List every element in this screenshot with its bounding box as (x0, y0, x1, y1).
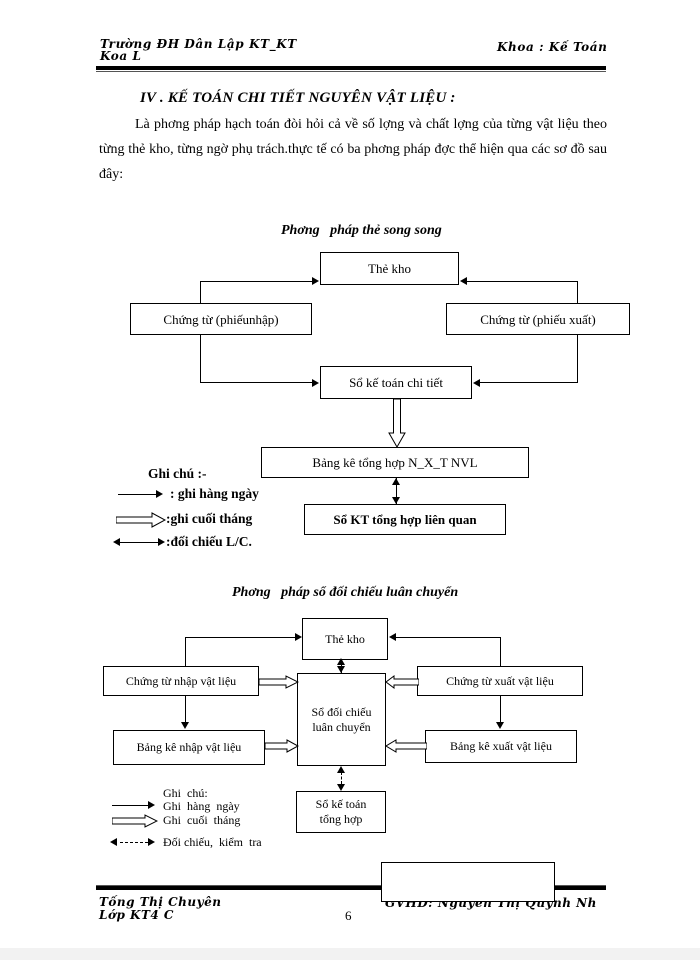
diagram2-line-nhap-up (185, 637, 186, 666)
diagram2-arrowhead-nhap-to-bangke (181, 722, 189, 729)
diagram2-box-bang-ke-xuat: Bảng kê xuất vật liệu (425, 730, 577, 763)
bottom-band (0, 948, 700, 960)
section-paragraph: Là phơng pháp hạch toán đòi hỏi cả về số… (99, 112, 607, 187)
diagram1-line-nhap-up (200, 281, 201, 303)
header-left-text: Trường ĐH Dân Lập KT_KT Koa L (100, 37, 297, 63)
diagram1-line-xuat-to-so (480, 382, 577, 383)
diagram1-box-so-ke-toan: Sổ kế toán chi tiết (320, 366, 472, 399)
diagram1-arrowhead-nhap-to-so (312, 379, 319, 387)
diagram1-arrowhead-xuat-to-thekho (460, 277, 467, 285)
diagram1-legend-reconcile-arrowhead-left (113, 538, 120, 546)
diagram2-line-xuat-left (396, 637, 500, 638)
diagram2-legend-daily-line (112, 805, 150, 806)
diagram1-line-xuat-down (577, 335, 578, 383)
header-rule-thin (96, 71, 606, 72)
diagram1-legend-reconcile-line (120, 542, 160, 543)
footer-left-text: Tống Thị Chuyên Lớp KT4 C (99, 895, 222, 922)
diagram2-box-bang-ke-nhap: Bảng kê nhập vật liệu (113, 730, 265, 765)
diagram2-legend-daily-arrowhead (148, 801, 155, 809)
diagram1-hollow-arrow-so-to-bangke (388, 399, 406, 448)
diagram2-legend-reconcile-label: Đối chiếu, kiểm tra (163, 835, 262, 849)
diagram1-line-nhap-down (200, 335, 201, 383)
diagram2-line-xuat-to-bangke (500, 696, 501, 723)
diagram2-arrowhead-up-thekho (337, 658, 345, 665)
diagram2-dashed-line-center-soketoan (341, 772, 342, 784)
diagram1-legend-daily-line (118, 494, 158, 495)
diagram1-line-nhap-to-so (200, 382, 312, 383)
diagram2-line-nhap-right (185, 637, 295, 638)
diagram1-legend-heading: Ghi chú :- (148, 466, 207, 481)
diagram1-arrowhead-xuat-to-so (473, 379, 480, 387)
diagram1-line-nhap-right (200, 281, 312, 282)
diagram2-line-nhap-to-bangke (185, 696, 186, 723)
diagram2-hollow-arrow-xuat-to-center (386, 675, 419, 689)
diagram2-legend-daily-label: Ghi hàng ngày (163, 799, 240, 813)
footer-rule (96, 885, 606, 890)
diagram1-box-the-kho: Thẻ kho (320, 252, 459, 285)
diagram1-line-xuat-left (467, 281, 577, 282)
diagram1-arrowhead-up-bangke (392, 478, 400, 485)
diagram1-line-xuat-up (577, 281, 578, 303)
diagram2-legend-reconcile-arrowhead-left (110, 838, 117, 846)
diagram2-hollow-arrow-nhap-to-center (259, 675, 299, 689)
paragraph-text: Là phơng pháp hạch toán đòi hỏi cả về số… (99, 117, 607, 182)
page-number: 6 (345, 908, 352, 923)
diagram2-legend-monthly-arrow (112, 814, 158, 828)
diagram1-box-chung-tu-nhap: Chứng từ (phiếunhập) (130, 303, 312, 335)
diagram2-legend-heading: Ghi chú: (163, 786, 208, 800)
diagram2-box-so-doi-chieu: Sổ đối chiếu luân chuyển (297, 673, 386, 766)
diagram2-arrowhead-xuat-to-thekho (389, 633, 396, 641)
diagram2-arrowhead-nhap-to-thekho (295, 633, 302, 641)
diagram1-title: Phơng pháp thẻ song song (281, 223, 442, 238)
diagram2-box-chung-tu-xuat: Chứng từ xuất vật liệu (417, 666, 583, 696)
diagram1-legend-monthly-arrow (116, 512, 166, 528)
diagram1-box-chung-tu-xuat: Chứng từ (phiếu xuất) (446, 303, 630, 335)
diagram1-legend-monthly-label: :ghi cuối tháng (166, 511, 253, 526)
diagram2-arrowhead-up-center (337, 766, 345, 773)
diagram2-box-chung-tu-nhap: Chứng từ nhập vật liệu (103, 666, 259, 696)
diagram1-legend-reconcile-arrowhead-right (158, 538, 165, 546)
diagram2-legend-monthly-label: Ghi cuối tháng (163, 813, 241, 827)
diagram2-box-so-ke-toan: Sổ kế toán tổng hợp (296, 791, 386, 833)
diagram2-legend-reconcile-arrowhead-right (148, 838, 155, 846)
footer-overlay-box (381, 862, 555, 902)
diagram2-box-the-kho: Thẻ kho (302, 618, 388, 660)
diagram2-arrowhead-down-sodoichieu (337, 666, 345, 673)
diagram1-legend-daily-label: : ghi hàng ngày (170, 486, 259, 501)
diagram1-box-bang-ke: Bảng kê tổng hợp N_X_T NVL (261, 447, 529, 478)
header-rule (96, 66, 606, 70)
diagram1-legend-daily-arrowhead (156, 490, 163, 498)
header-right-text: Khoa : Kế Toán (497, 40, 608, 54)
diagram1-legend-reconcile-label: :đối chiếu L/C. (166, 534, 252, 549)
diagram2-legend-reconcile-dash (120, 842, 148, 843)
diagram2-hollow-arrow-bangkenhap-to-center (265, 739, 299, 753)
diagram2-line-xuat-up (500, 637, 501, 666)
diagram2-title: Phơng pháp sổ đối chiếu luân chuyển (232, 585, 459, 600)
diagram2-arrowhead-down-soketoan (337, 784, 345, 791)
diagram1-line-bangke-sokt (396, 478, 397, 504)
diagram1-arrowhead-down-sokt (392, 497, 400, 504)
diagram1-arrowhead-nhap-to-thekho (312, 277, 319, 285)
diagram1-box-so-kt: Sổ KT tổng hợp liên quan (304, 504, 506, 535)
section-title: IV . KẾ TOÁN CHI TIẾT NGUYÊN VẬT LIỆU : (140, 90, 456, 106)
diagram2-hollow-arrow-bangkexuat-to-center (386, 739, 427, 753)
diagram2-arrowhead-xuat-to-bangke (496, 722, 504, 729)
